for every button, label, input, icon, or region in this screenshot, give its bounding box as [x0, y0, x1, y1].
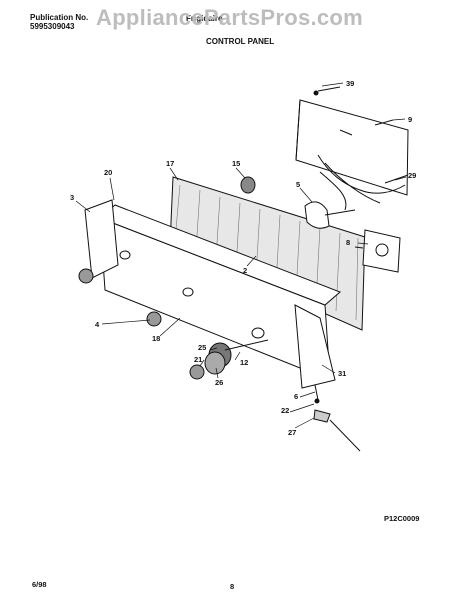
knob-15 — [240, 176, 256, 194]
wire-harness — [317, 154, 406, 211]
knob-21 — [189, 364, 205, 380]
callout-8: 8 — [346, 238, 351, 247]
knob-4-left — [78, 268, 94, 284]
callout-25: 25 — [198, 343, 207, 352]
callout-3: 3 — [70, 193, 75, 202]
callout-15: 15 — [232, 159, 241, 168]
switch-5 — [304, 201, 330, 229]
publication-label: Publication No. — [30, 13, 89, 22]
page-number: 8 — [230, 582, 235, 591]
footer-date: 6/98 — [32, 580, 47, 589]
callout-5: 5 — [296, 180, 301, 189]
watermark: AppliancePartsPros.com — [96, 5, 364, 30]
callout-39: 39 — [346, 79, 355, 88]
callout-22: 22 — [281, 406, 290, 415]
callout-6: 6 — [294, 392, 299, 401]
callout-12: 12 — [240, 358, 249, 367]
callout-26: 26 — [215, 378, 224, 387]
timer-8 — [362, 229, 401, 273]
callout-27: 27 — [288, 428, 297, 437]
dial-26 — [204, 351, 226, 375]
callout-2: 2 — [243, 266, 248, 275]
brand-name: Frigidaire — [186, 14, 223, 23]
callout-9: 9 — [408, 115, 413, 124]
callout-20: 20 — [104, 168, 113, 177]
indicator-27 — [313, 409, 331, 423]
callout-29: 29 — [408, 171, 417, 180]
callout-21: 21 — [194, 355, 203, 364]
section-title: CONTROL PANEL — [206, 37, 275, 46]
right-end-cap — [294, 304, 336, 389]
knob-4-right — [146, 311, 162, 327]
callout-4: 4 — [95, 320, 100, 329]
callout-31: 31 — [338, 369, 347, 378]
left-end-cap — [84, 199, 119, 279]
callout-17: 17 — [166, 159, 175, 168]
publication-number: 5995309043 — [30, 22, 75, 31]
callout-18: 18 — [152, 334, 161, 343]
diagram-code: P12C0009 — [384, 514, 420, 523]
